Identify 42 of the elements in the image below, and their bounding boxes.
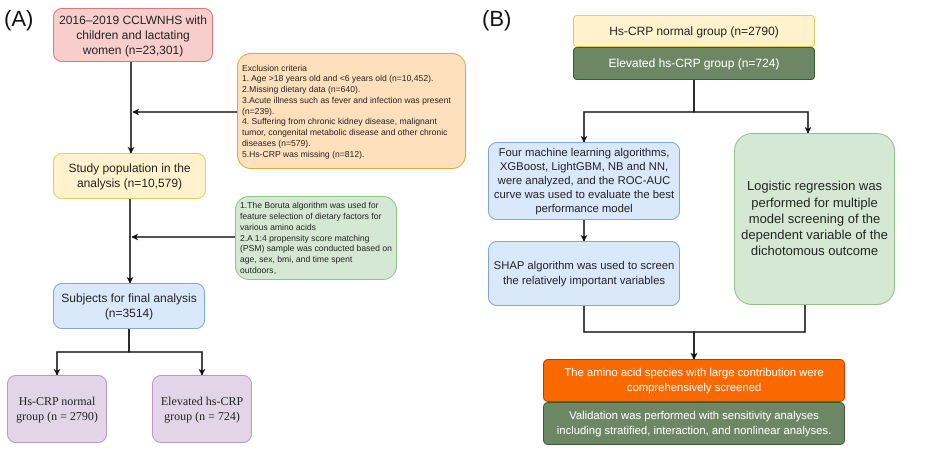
node-text: Four machine learning algorithms, XGBoost, LightGBM, NB and NN, were analyzed, and the ROC-AUC curve was used to evaluate the best performance model [493,146,675,216]
node-text: Hs-CRP normal group (n=2790) [609,24,779,38]
node-text: Exclusion criteria [242,62,308,74]
node-text: 2.Missing dietary data (n=640). [242,84,362,95]
node-text: Subjects for final analysis (n=3514) [60,291,198,321]
arrow [132,108,237,116]
group-box [152,375,252,443]
result-box [543,402,845,445]
arrow [128,329,206,376]
node-text: Elevated hs-CRP group (n = 724) [160,394,244,424]
node-text: Validation was performed with sensitivity analyses including stratified, interaction, and nonlinear analyses. [556,409,832,438]
node-text: 3.Acute illness such as fever and infection was present (n=239). [242,94,452,116]
arrow [693,80,812,134]
arrow [580,220,588,242]
process-box [53,283,205,329]
node-text: Logistic regression was performed for multiple model screening of the dependent variable of the dichotomous outcome [740,178,889,260]
node-text: The amino acid species with large contribution were comprehensively screened [563,366,825,395]
note-box [237,53,466,169]
arrow [690,305,806,360]
arrow [128,62,134,154]
process-box [53,153,206,199]
panel-label: (A) [4,6,34,32]
node-text: 2016–2019 CCLWNHS with children and lactating women (n=23,301) [58,12,208,58]
node-text: 4. Suffering from chronic kidney disease, malignant tumor, congenital metabolic disease and other chronic diseases (n=579). [242,116,448,149]
node-text: 1.The Boruta algorithm was used for feature selection of dietary factors for various amino acids [240,200,382,233]
node-text: Hs-CRP normal group (n = 2790) [15,394,99,424]
process-box [488,241,680,306]
result-box [543,359,845,402]
node-text: 2.A 1:4 propensity score matching (PSM) sample was conducted based on age, sex, bmi, and time spent outdoors。 [240,232,392,276]
node-text: Study population in the analysis (n=10,579) [67,161,192,191]
node-text: 5.Hs-CRP was missing (n=812). [242,148,366,160]
arrow [126,199,134,284]
panel-label: (B) [482,6,512,32]
node-text: SHAP algorithm was used to screen the relatively important variables [493,259,675,288]
group-box [7,375,107,443]
group-box [573,47,815,80]
arrow [131,234,235,240]
node-text: 1. Age >18 years old and <6 years old (n=10,452). [242,73,434,84]
node-text: Elevated hs-CRP group (n=724) [608,56,780,71]
note-box [235,196,397,280]
group-box [573,15,815,47]
process-box [734,133,895,305]
